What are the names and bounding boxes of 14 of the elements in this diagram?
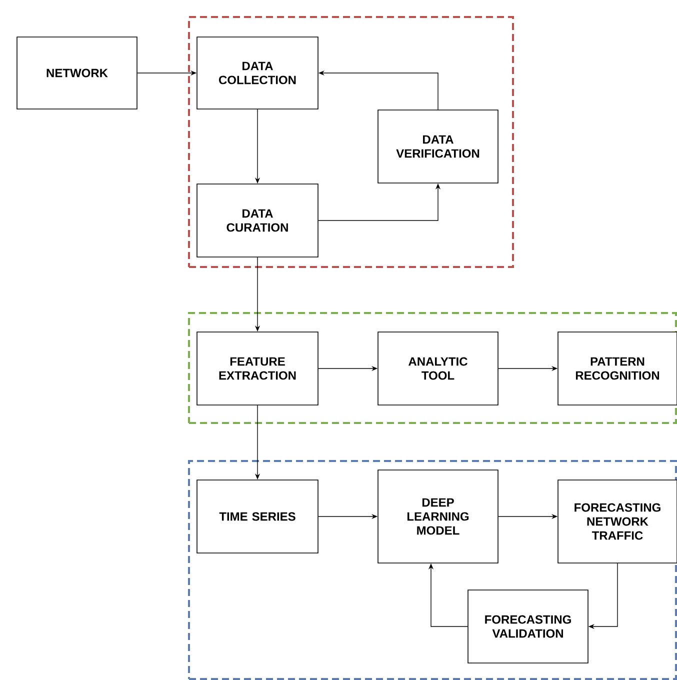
process-box: DATA COLLECTION <box>196 36 318 110</box>
process-box: DATA VERIFICATION <box>378 110 498 184</box>
process-box: NETWORK <box>16 36 138 110</box>
process-box: DATA CURATION <box>196 184 318 258</box>
process-box: FEATURE EXTRACTION <box>196 332 318 406</box>
group-frame <box>188 460 677 680</box>
group-frame <box>188 16 514 268</box>
process-box: PATTERN RECOGNITION <box>558 332 677 406</box>
process-box: FORECASTING NETWORK TRAFFIC <box>558 480 677 564</box>
process-box: ANALYTIC TOOL <box>378 332 498 406</box>
process-box: DEEP LEARNING MODEL <box>378 470 498 564</box>
process-box: TIME SERIES <box>196 480 318 554</box>
group-frame <box>188 312 677 424</box>
process-box: FORECASTING VALIDATION <box>468 590 588 664</box>
